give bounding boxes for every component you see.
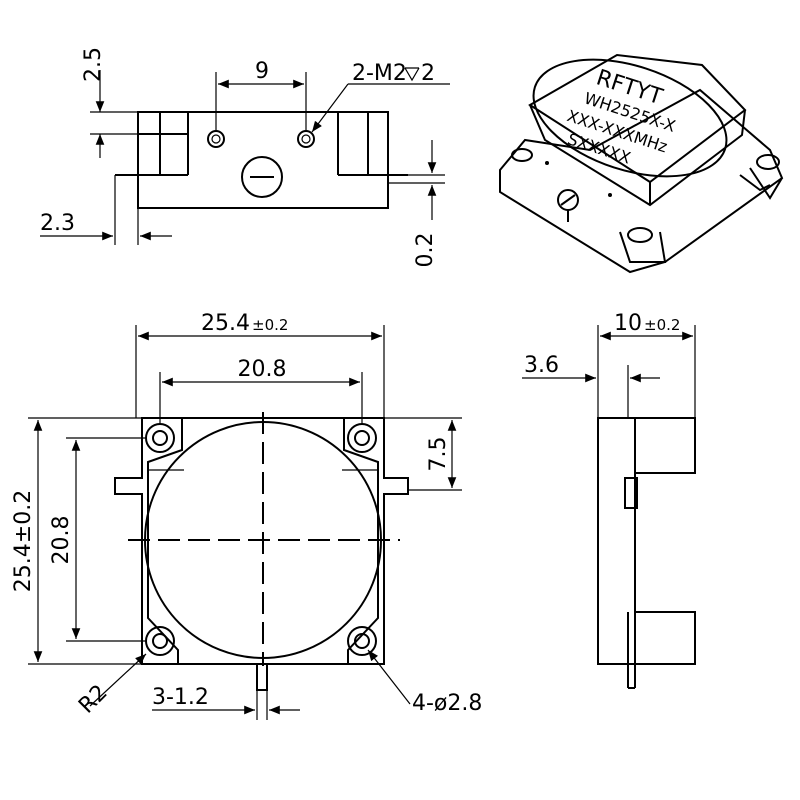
dim-0-2: 0.2 — [388, 140, 445, 268]
dim-label-2-3: 2.3 — [40, 211, 75, 236]
dim-label-offset: 7.5 — [426, 437, 451, 472]
dim-label-depth-tol: ±0.2 — [644, 316, 680, 334]
side-cover-top — [634, 417, 696, 474]
dim-label-hole-spacing: 20.8 — [238, 357, 287, 382]
dim-label-pin: 3-1.2 — [152, 685, 209, 710]
dim-height: 25.4±0.2 — [11, 417, 142, 665]
dim-label-2-5: 2.5 — [81, 47, 106, 82]
front-view: 25.4 ±0.2 20.8 25.4±0.2 20.8 — [11, 311, 482, 720]
dim-holes: 4-ø2.8 — [367, 649, 482, 716]
side-cover-bottom — [634, 611, 696, 665]
front-body-outline — [114, 417, 409, 665]
dim-pin: 3-1.2 — [152, 685, 300, 720]
thread-hole-left — [207, 130, 225, 148]
dim-label-radius: R2 — [74, 680, 112, 718]
front-pin — [256, 664, 268, 691]
dim-label-depth: 10 — [614, 311, 642, 336]
dim-label-height-inner: 20.8 — [49, 516, 74, 565]
top-view-body — [137, 111, 389, 209]
thread-hole-right — [297, 130, 315, 148]
dim-label-step: 3.6 — [524, 353, 559, 378]
dim-2-3: 2.3 — [40, 175, 172, 245]
mounting-hole-top-left — [145, 423, 175, 453]
iso-top-cover — [532, 58, 728, 178]
depth-symbol-icon — [404, 67, 420, 82]
dim-label-width-tol: ±0.2 — [252, 316, 288, 334]
isometric-view: RFTYT WH2525X-X XXX-XXXMHz SXXXXX — [499, 53, 784, 274]
iso-hole-left — [511, 148, 533, 162]
iso-pin — [739, 174, 771, 192]
dim-step: 3.6 — [522, 353, 660, 418]
top-view: 2.5 9 2-M2 2 2.3 — [40, 47, 450, 268]
dim-height-inner: 20.8 — [49, 437, 146, 642]
dim-label-9: 9 — [255, 59, 269, 84]
mounting-hole-top-right — [347, 423, 377, 453]
dim-width: 25.4 ±0.2 — [135, 311, 385, 418]
dim-depth: 10 ±0.2 — [597, 311, 696, 418]
top-view-right-tab — [337, 112, 408, 176]
top-view-left-tab — [115, 112, 189, 176]
dim-label-thread-depth: 2 — [421, 61, 435, 86]
iso-base — [499, 88, 784, 274]
dim-label-0-2: 0.2 — [413, 233, 438, 268]
dim-offset: 7.5 — [384, 417, 462, 491]
iso-lug-right — [749, 167, 783, 200]
dim-label-thread: 2-M2 — [352, 61, 407, 86]
dim-hole-spacing: 20.8 — [159, 357, 363, 424]
side-view: 10 ±0.2 3.6 — [522, 311, 696, 689]
iso-hole-front — [627, 227, 653, 243]
iso-lug-front — [619, 231, 667, 263]
dim-label-width: 25.4 — [201, 311, 250, 336]
dim-2-5: 2.5 — [81, 47, 138, 158]
dim-label-height: 25.4±0.2 — [11, 490, 36, 592]
side-tab — [624, 477, 638, 509]
mounting-hole-bottom-right — [347, 626, 377, 656]
dim-9: 9 — [215, 59, 307, 131]
iso-hole-right — [756, 154, 780, 170]
dim-thread: 2-M2 2 — [311, 61, 450, 133]
iso-top-face — [528, 53, 747, 184]
tuning-screw — [241, 156, 283, 198]
side-body — [597, 417, 636, 665]
dim-label-holes: 4-ø2.8 — [412, 691, 482, 716]
